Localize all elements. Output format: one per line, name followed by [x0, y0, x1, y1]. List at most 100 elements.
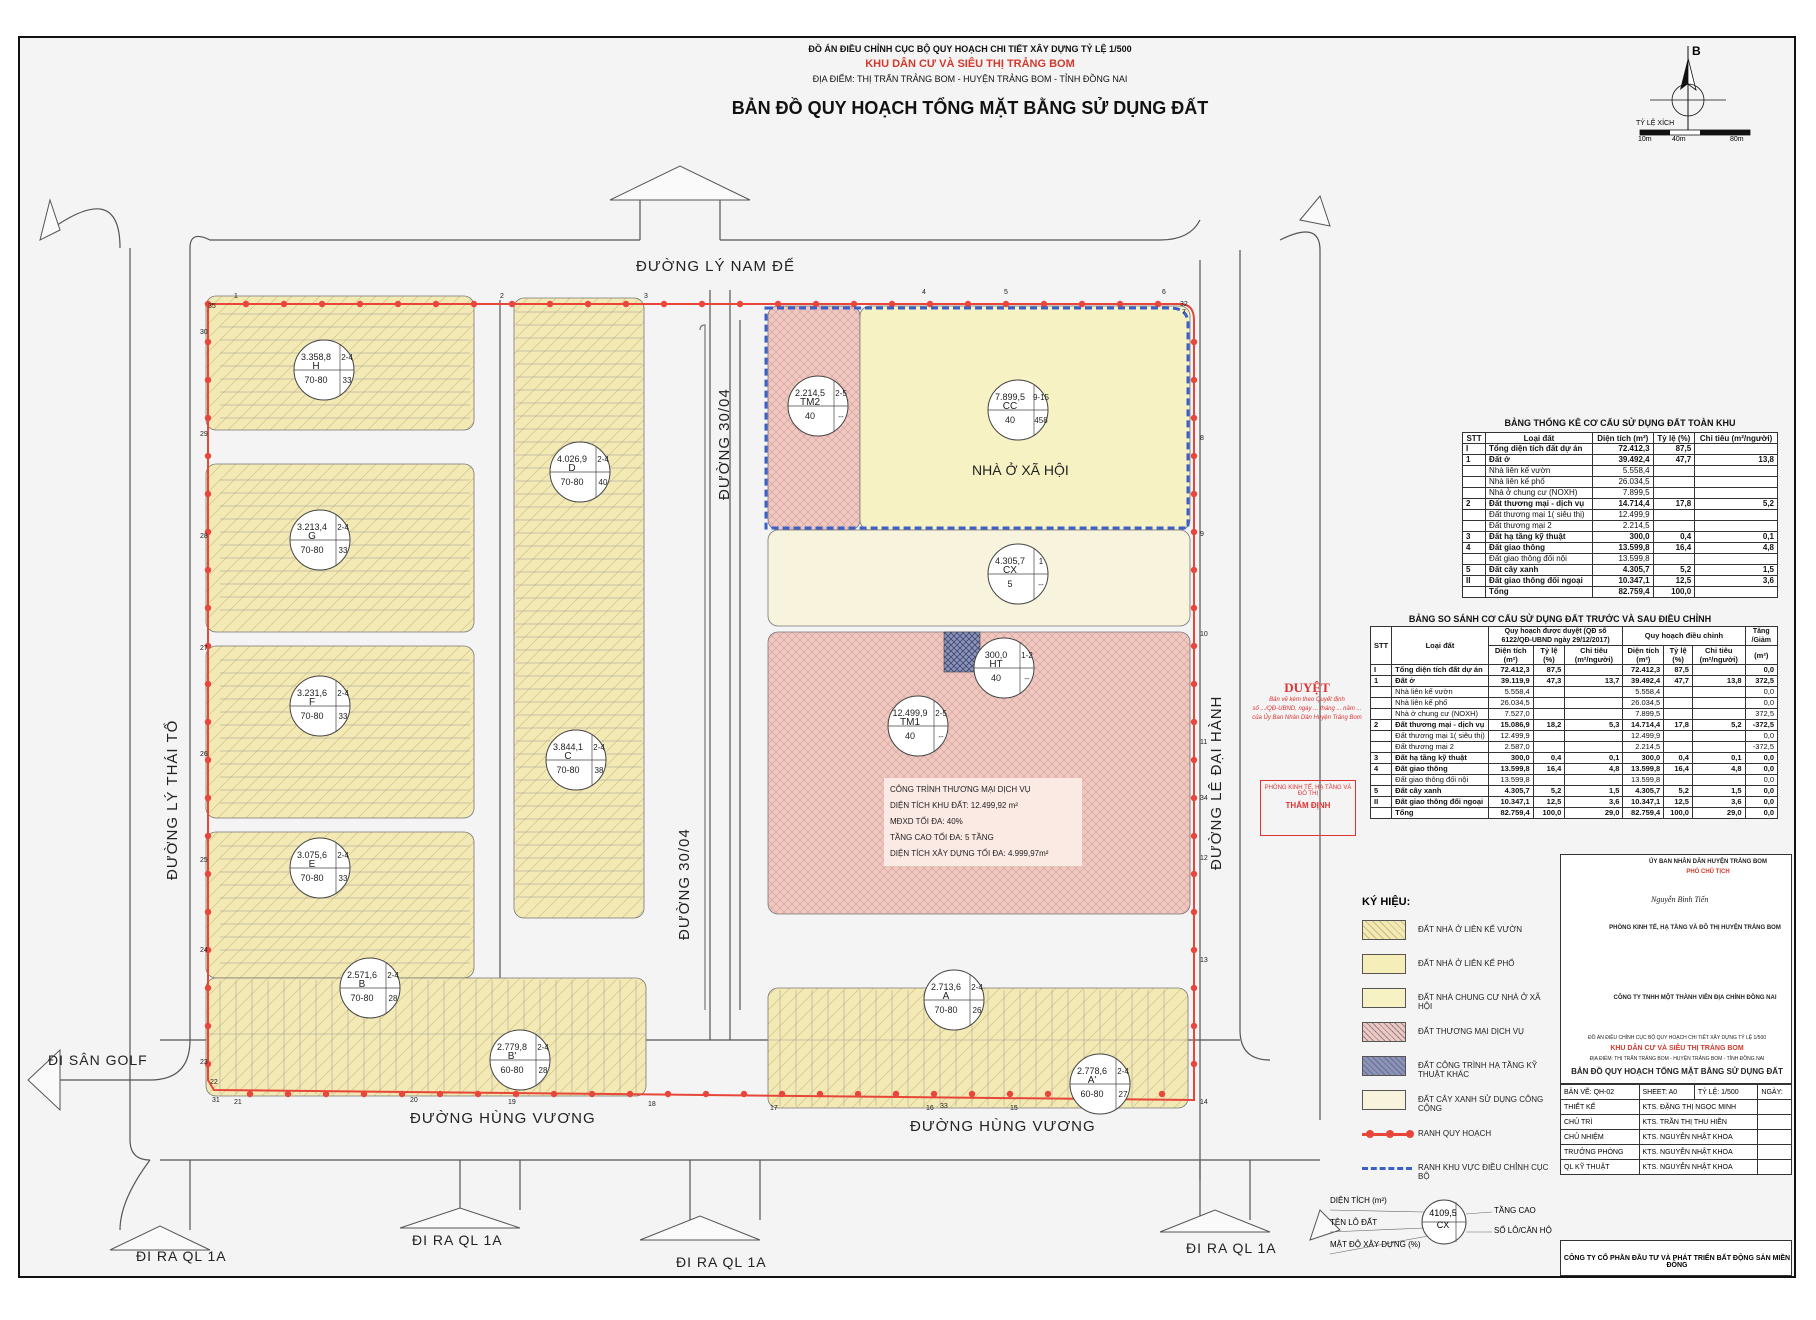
table-cell: Tổng diện tích đất dự án [1391, 664, 1489, 676]
road-exit-arrow [1299, 194, 1331, 227]
boundary-point-label: 8 [1200, 435, 1204, 442]
boundary-dot [322, 1090, 330, 1098]
boundary-dot [1190, 376, 1198, 384]
boundary-point-label: 33 [940, 1103, 948, 1110]
table-cell: 2.214,5 [1622, 741, 1665, 753]
lot-area: 3.358,8 [301, 352, 331, 362]
name-cell: KTS. ĐẶNG THỊ NGỌC MINH [1638, 1099, 1759, 1115]
boundary-dot [816, 1090, 824, 1098]
table-cell: 2.214,5 [1591, 520, 1654, 532]
table-cell: 4 [1461, 542, 1487, 554]
table-cell [1663, 741, 1693, 753]
legend-swatch [1362, 1056, 1406, 1076]
legend-line-sample [1362, 1133, 1412, 1136]
table-cell: 16,4 [1532, 763, 1566, 775]
land-use-comparison-table: STT Loại đất Quy hoạch được duyệt (QĐ số… [1369, 626, 1779, 819]
table-cell: 372,5 [1744, 675, 1779, 687]
approval-block: ỦY BAN NHÂN DÂN HUYỆN TRẢNG BOM PHÓ CHỦ … [1560, 854, 1792, 1084]
road-edge [60, 248, 191, 1081]
north-arrow [1639, 46, 1751, 136]
approval-company: CÔNG TY TNHH MỘT THÀNH VIÊN ĐỊA CHÍNH ĐỒ… [1613, 995, 1777, 1001]
legend-label: ĐẤT NHÀ Ở LIÊN KẾ VƯỜN [1418, 925, 1522, 934]
boundary-dot [1190, 338, 1198, 346]
table-cell: 3 [1369, 752, 1393, 764]
lot-units: 38 [595, 766, 604, 775]
legend-label: RANH QUY HOẠCH [1418, 1129, 1492, 1138]
table-cell: 0,0 [1744, 752, 1779, 764]
road-edge [189, 235, 640, 249]
boundary-point-label: 34 [1200, 795, 1208, 802]
lot-density: 40 [1005, 415, 1015, 425]
approval-role: PHÓ CHỦ TỊCH [1686, 869, 1730, 875]
col-header: Tỷ lệ (%) [1532, 645, 1566, 665]
table-cell [1532, 730, 1566, 742]
legend-swatch [1362, 1022, 1406, 1042]
commercial-note-line: TẦNG CAO TỐI ĐA: 5 TẦNG [890, 833, 994, 842]
boundary-dot [584, 300, 592, 308]
table-cell: 300,0 [1487, 752, 1534, 764]
scale-title: TỶ LỆ XÍCH [1636, 120, 1675, 127]
lot-floors: 1 [1039, 557, 1044, 566]
table-cell [1532, 708, 1566, 720]
boundary-dot [1190, 718, 1198, 726]
lot-floors: 2-4 [341, 353, 353, 362]
meta-cell: NGÀY: [1757, 1084, 1792, 1100]
lot-units: -- [1038, 580, 1044, 589]
stamp-line-2: số .../QĐ-UBND, ngày ... tháng ... năm .… [1252, 706, 1362, 712]
col-header: Loại đất [1485, 432, 1593, 444]
legend-swatch [1362, 988, 1406, 1008]
table-cell: 100,0 [1532, 807, 1566, 819]
table-cell: 13,7 [1564, 675, 1624, 687]
lot-code: TM2 [800, 397, 820, 408]
table-cell: 0,4 [1663, 752, 1693, 764]
table-cell: 0,1 [1694, 531, 1778, 543]
table-cell: Đất giao thông [1485, 542, 1593, 554]
table-cell: 17,8 [1663, 719, 1693, 731]
road-exit-arrow [609, 165, 751, 201]
table-cell [1652, 553, 1696, 565]
table-cell: Nhà liên kế phố [1485, 476, 1593, 488]
table-cell: II [1369, 796, 1393, 808]
legend-item: ĐẤT CÂY XANH SỬ DỤNG CÔNG CỘNG [1362, 1088, 1552, 1113]
boundary-dot [892, 1090, 900, 1098]
table-cell: 82.759,4 [1487, 807, 1534, 819]
table-cell: 5,2 [1652, 564, 1696, 576]
table-cell: 5,2 [1691, 719, 1746, 731]
name-cell: KTS. NGUYỄN NHẬT KHOA [1638, 1159, 1759, 1175]
col-header: Diện tích (m²) [1591, 432, 1654, 444]
table-cell: 5,2 [1694, 498, 1778, 510]
table-cell [1461, 487, 1487, 499]
boundary-dot [204, 794, 212, 802]
boundary-dot [850, 300, 858, 308]
t2-group-before: Quy hoạch được duyệt (QĐ số 6122/QĐ-UBND… [1487, 626, 1624, 646]
table-cell: 12.499,9 [1622, 730, 1665, 742]
road-30-04-south: ĐƯỜNG 30/04 [676, 828, 693, 940]
approval-stamp: DUYỆT Bản vẽ kèm theo Quyết định số .../… [1248, 680, 1366, 742]
legend-label: ĐẤT NHÀ Ở LIÊN KẾ PHỐ [1418, 959, 1515, 968]
scale-bar-segment [1640, 130, 1670, 135]
boundary-dot [204, 870, 212, 878]
boundary-dot [1190, 984, 1198, 992]
boundary-dot [926, 300, 934, 308]
table-cell: 3,6 [1564, 796, 1624, 808]
table-cell [1652, 476, 1696, 488]
boundary-dot [1190, 452, 1198, 460]
table-cell: 13,8 [1691, 675, 1746, 687]
road-edge [119, 1159, 151, 1231]
table-cell: 26.034,5 [1622, 697, 1665, 709]
key-sample-area: 4109,5 [1429, 1208, 1457, 1218]
table-cell [1564, 741, 1624, 753]
boundary-point-label: 25 [200, 857, 208, 864]
local-adjustment-boundary [764, 306, 1190, 530]
